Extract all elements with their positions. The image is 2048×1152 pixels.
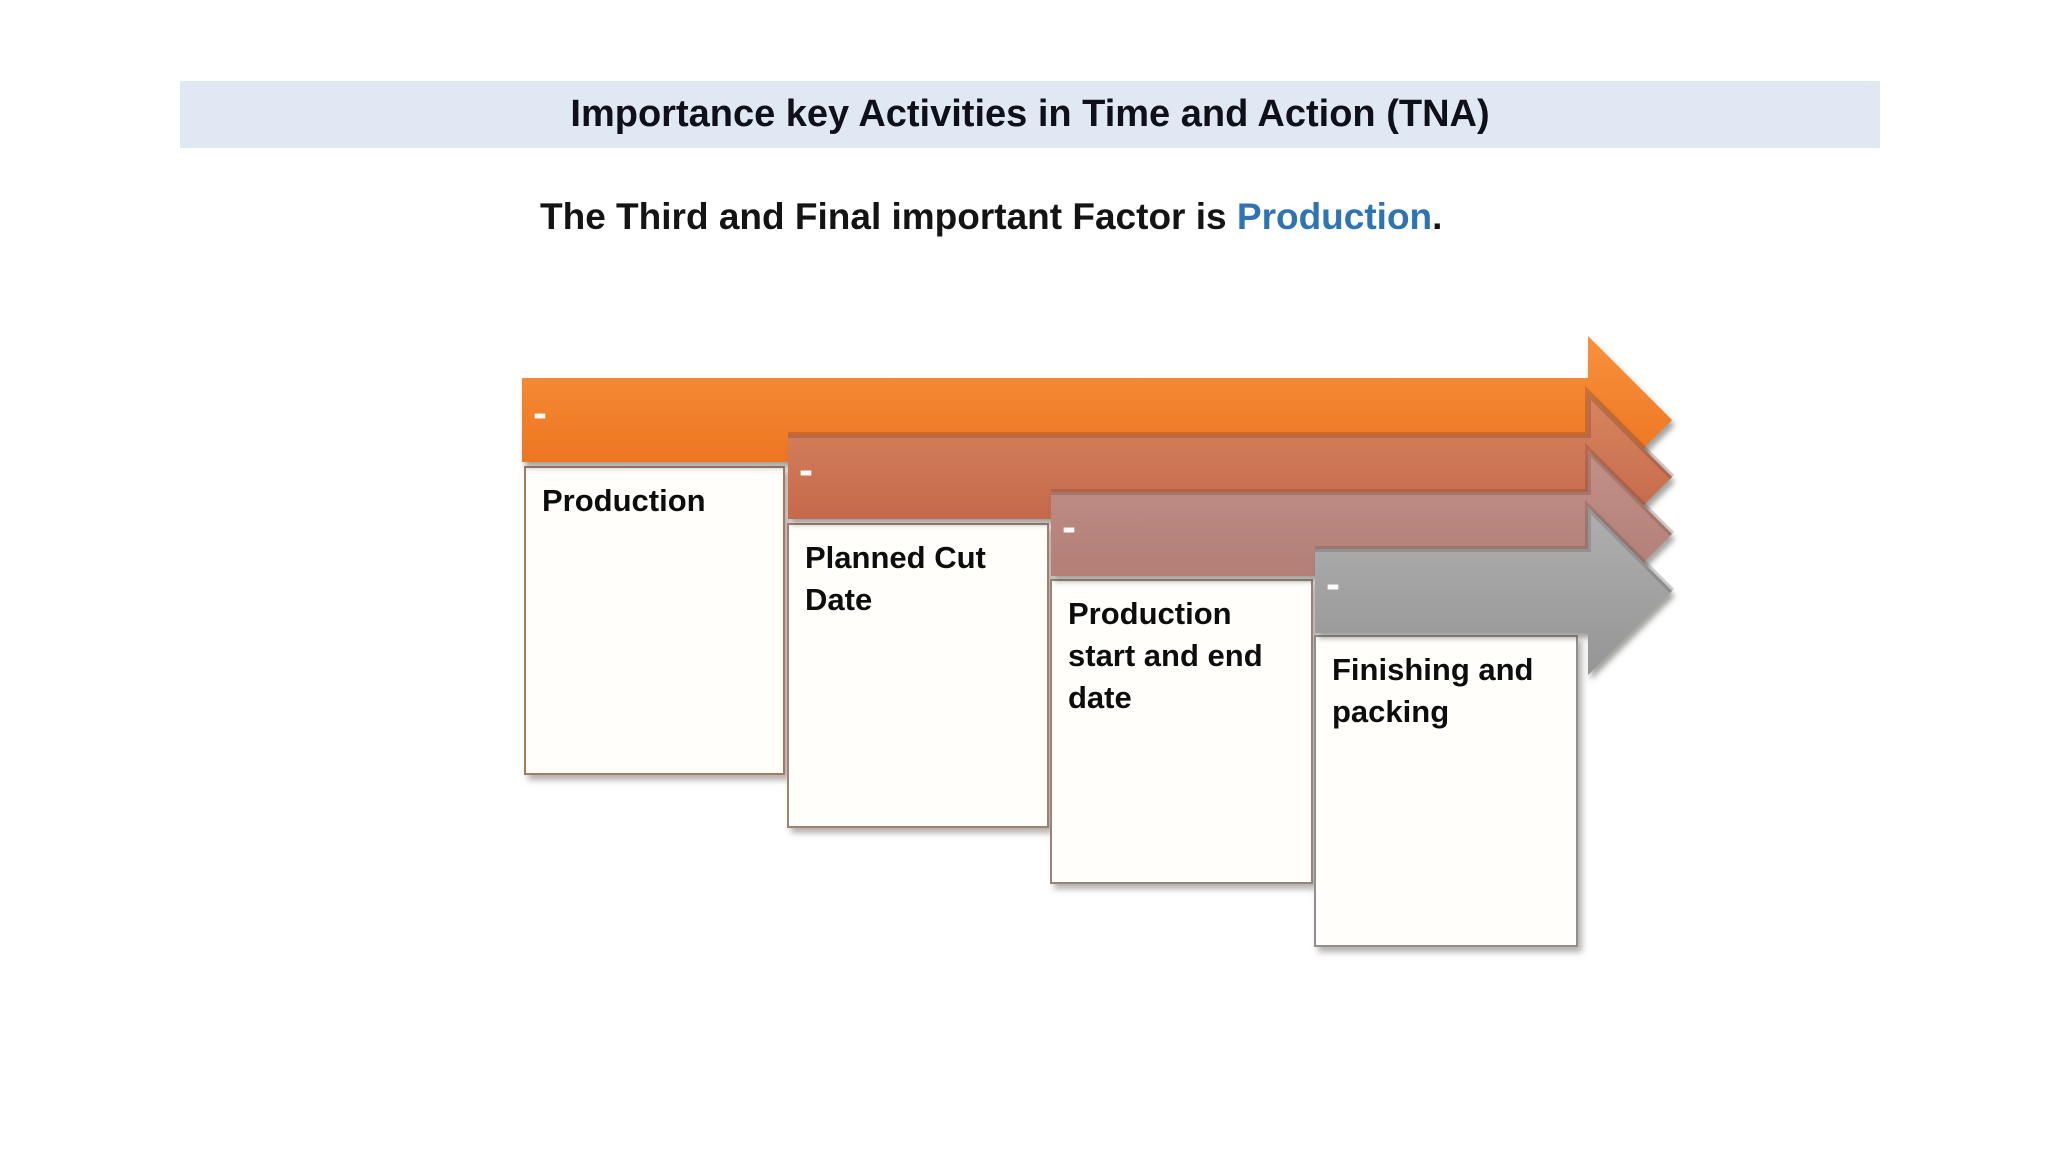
arrow-bullet-dash: - — [533, 389, 547, 436]
arrow-seam — [1051, 442, 1675, 537]
arrow-finishing-packing — [1315, 507, 1672, 675]
card-planned-cut-date: Planned Cut Date — [787, 523, 1049, 828]
subtitle-highlight: Production — [1236, 196, 1433, 237]
card-label: Production — [542, 483, 706, 518]
slide-title: Importance key Activities in Time and Ac… — [570, 93, 1490, 135]
subtitle-text: The Third and Final important Factor is — [540, 196, 1237, 237]
arrow-bullet-dash: - — [1062, 503, 1076, 550]
card-production-start-end-date: Production start and end date — [1050, 579, 1313, 884]
slide-subtitle: The Third and Final important Factor is … — [540, 196, 1442, 246]
card-production: Production — [524, 466, 785, 775]
slide-title-bar: Importance key Activities in Time and Ac… — [180, 81, 1880, 148]
arrow-bullet-dash: - — [1326, 560, 1340, 607]
arrow-bullet-dash: - — [799, 446, 813, 493]
card-label: Finishing and packing — [1332, 652, 1534, 729]
card-finishing-and-packing: Finishing and packing — [1314, 635, 1578, 947]
arrow-seam — [788, 385, 1675, 480]
card-label: Planned Cut Date — [805, 540, 986, 617]
card-label: Production start and end date — [1068, 596, 1263, 715]
subtitle-period: . — [1432, 196, 1443, 237]
arrow-seam — [1315, 499, 1675, 594]
